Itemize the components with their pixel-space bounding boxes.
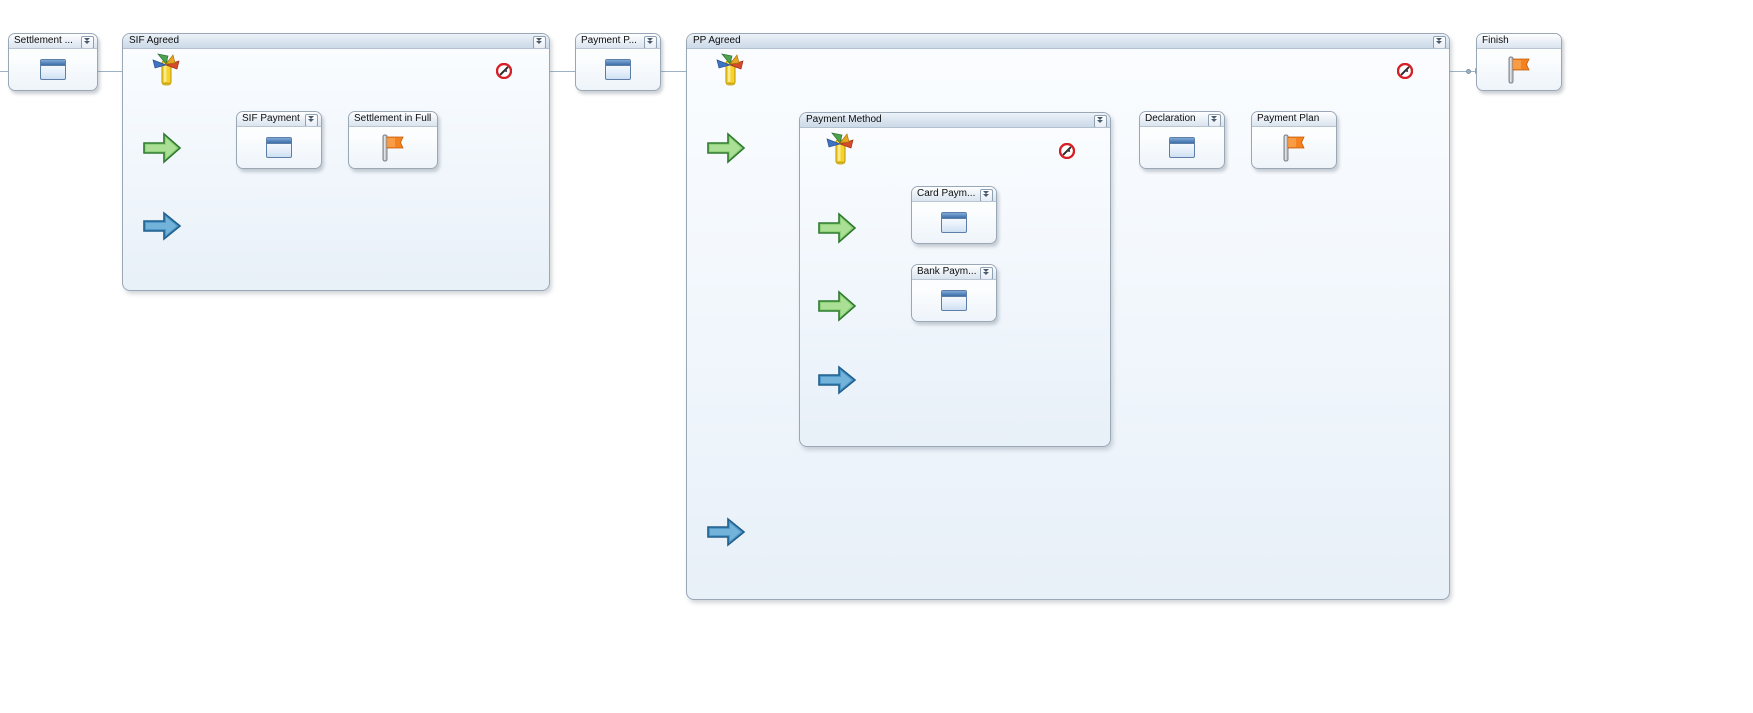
green-arrow-icon [142, 131, 182, 165]
stop-icon [1058, 142, 1076, 160]
node-settlement-offer-label: Settlement ... [14, 35, 73, 46]
green-arrow-icon [817, 211, 857, 245]
green-arrow-icon [706, 131, 746, 165]
node-bank-payment-title: Bank Paym... [912, 265, 996, 280]
flag-icon [1281, 133, 1307, 163]
node-finish-body [1477, 49, 1561, 90]
window-icon [941, 290, 967, 311]
node-payment-plan-offer-title: Payment P... [576, 34, 660, 49]
node-declaration-label: Declaration [1145, 113, 1196, 124]
chevron-down-icon[interactable] [81, 36, 94, 48]
node-sif-payment[interactable]: SIF Payment [236, 111, 322, 169]
node-finish-label: Finish [1482, 35, 1509, 46]
composite-sif-agreed-title: SIF Agreed [123, 34, 549, 49]
window-icon [1169, 137, 1195, 158]
node-settlement-in-full-title: Settlement in Full [349, 112, 437, 127]
node-card-payment-body [912, 202, 996, 243]
chevron-down-icon[interactable] [1094, 115, 1107, 127]
node-payment-plan-offer-label: Payment P... [581, 35, 637, 46]
window-icon [941, 212, 967, 233]
composite-pp-agreed-label: PP Agreed [693, 35, 741, 46]
blue-arrow-icon [142, 211, 182, 241]
node-sif-payment-label: SIF Payment [242, 113, 300, 124]
composite-payment-method-title: Payment Method [800, 113, 1110, 128]
node-payment-plan-offer-body [576, 49, 660, 90]
node-bank-payment-label: Bank Paym... [917, 266, 977, 277]
node-card-payment[interactable]: Card Paym... [911, 186, 997, 244]
node-bank-payment-body [912, 280, 996, 321]
chevron-down-icon[interactable] [980, 267, 993, 279]
node-payment-plan-label: Payment Plan [1257, 113, 1320, 124]
connector [512, 71, 617, 72]
chevron-down-icon[interactable] [1433, 36, 1446, 48]
flag-icon [1506, 55, 1532, 85]
node-card-payment-label: Card Paym... [917, 188, 976, 199]
pick-icon [713, 52, 747, 86]
node-finish[interactable]: Finish [1476, 33, 1562, 91]
chevron-down-icon[interactable] [980, 189, 993, 201]
node-finish-title: Finish [1477, 34, 1561, 49]
blue-arrow-icon [706, 517, 746, 547]
pick-icon [823, 131, 857, 165]
pick-icon [149, 52, 183, 86]
blue-arrow-icon [817, 365, 857, 395]
node-declaration-body [1140, 127, 1224, 168]
stop-icon [495, 62, 513, 80]
node-card-payment-title: Card Paym... [912, 187, 996, 202]
composite-sif-agreed-label: SIF Agreed [129, 35, 180, 46]
green-arrow-icon [817, 289, 857, 323]
node-bank-payment[interactable]: Bank Paym... [911, 264, 997, 322]
connector-dot [1466, 69, 1471, 74]
node-payment-plan[interactable]: Payment Plan [1251, 111, 1337, 169]
node-settlement-offer[interactable]: Settlement ... [8, 33, 98, 91]
node-sif-payment-title: SIF Payment [237, 112, 321, 127]
node-settlement-offer-body [9, 49, 97, 90]
node-settlement-offer-title: Settlement ... [9, 34, 97, 49]
node-settlement-in-full-body [349, 127, 437, 168]
node-declaration-title: Declaration [1140, 112, 1224, 127]
node-settlement-in-full[interactable]: Settlement in Full [348, 111, 438, 169]
chevron-down-icon[interactable] [305, 114, 318, 126]
chevron-down-icon[interactable] [1208, 114, 1221, 126]
node-sif-payment-body [237, 127, 321, 168]
flag-icon [380, 133, 406, 163]
stop-icon [1396, 62, 1414, 80]
composite-sif-agreed[interactable]: SIF Agreed [122, 33, 550, 291]
composite-payment-method-label: Payment Method [806, 114, 882, 125]
node-payment-plan-body [1252, 127, 1336, 168]
chevron-down-icon[interactable] [533, 36, 546, 48]
chevron-down-icon[interactable] [644, 36, 657, 48]
node-payment-plan-offer[interactable]: Payment P... [575, 33, 661, 91]
window-icon [605, 59, 631, 80]
node-payment-plan-title: Payment Plan [1252, 112, 1336, 127]
window-icon [266, 137, 292, 158]
composite-pp-agreed-title: PP Agreed [687, 34, 1449, 49]
window-icon [40, 59, 66, 80]
node-settlement-in-full-label: Settlement in Full [354, 113, 432, 124]
node-declaration[interactable]: Declaration [1139, 111, 1225, 169]
